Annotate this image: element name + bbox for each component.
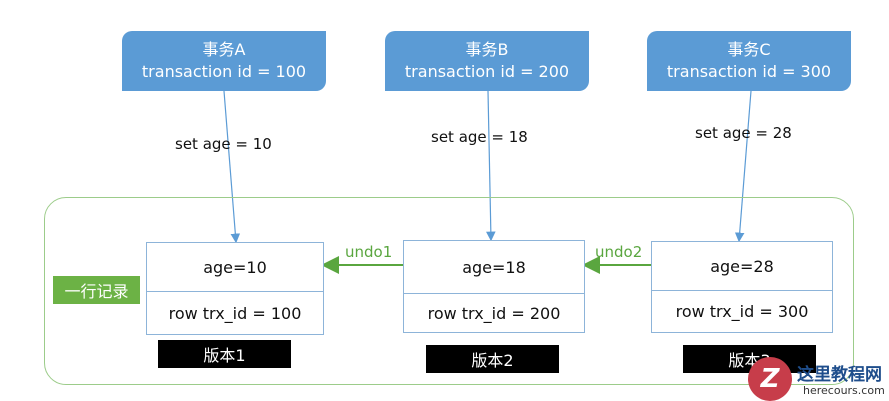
record-trx-id: row trx_id = 300 xyxy=(675,302,809,321)
record-version-1: age=10 row trx_id = 100 xyxy=(146,242,324,335)
transaction-name: 事务C xyxy=(727,40,771,59)
row-record-group xyxy=(44,197,854,385)
z-logo-icon: Z xyxy=(748,357,792,401)
row-record-label: 一行记录 xyxy=(53,276,140,304)
version-tag-2: 版本2 xyxy=(426,345,559,373)
watermark-url: herecours.com xyxy=(803,384,885,397)
record-version-3: age=28 row trx_id = 300 xyxy=(651,241,833,333)
record-trx-id: row trx_id = 200 xyxy=(427,303,561,323)
transaction-name: 事务B xyxy=(465,40,509,59)
undo1-label: undo1 xyxy=(345,243,393,261)
record-age: age=28 xyxy=(652,242,832,291)
record-age: age=18 xyxy=(404,241,584,294)
transaction-box-b: 事务B transaction id = 200 xyxy=(385,31,589,91)
record-age: age=10 xyxy=(147,243,323,292)
transaction-box-c: 事务C transaction id = 300 xyxy=(647,31,851,91)
transaction-id: transaction id = 200 xyxy=(404,62,570,81)
undo2-label: undo2 xyxy=(595,243,643,261)
transaction-box-a: 事务A transaction id = 100 xyxy=(122,31,326,91)
transaction-name: 事务A xyxy=(202,40,246,59)
version-tag-1: 版本1 xyxy=(158,340,291,368)
txA-arrow xyxy=(223,90,241,244)
set-label-b: set age = 18 xyxy=(431,128,528,146)
set-label-a: set age = 10 xyxy=(175,135,272,153)
txB-arrow xyxy=(486,90,496,242)
transaction-id: transaction id = 100 xyxy=(141,62,307,81)
txC-arrow xyxy=(734,90,752,243)
watermark-title: 这里教程网 xyxy=(797,365,882,385)
record-version-2: age=18 row trx_id = 200 xyxy=(403,240,585,333)
record-trx-id: row trx_id = 100 xyxy=(168,303,302,323)
set-label-c: set age = 28 xyxy=(695,124,792,142)
transaction-id: transaction id = 300 xyxy=(666,62,832,81)
